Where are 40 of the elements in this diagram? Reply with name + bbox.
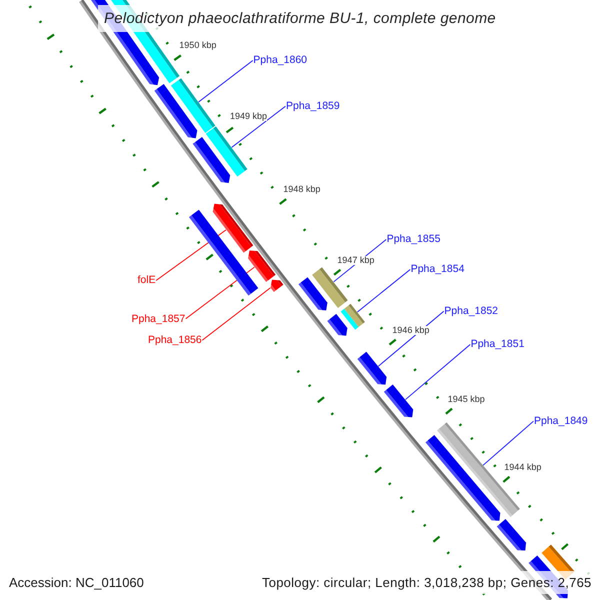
gene-feature [270, 280, 284, 292]
gene-feature [248, 250, 276, 282]
scale-label: 1950 kbp [179, 40, 216, 50]
gene-label: Ppha_1856 [148, 335, 202, 346]
leader-line [482, 420, 534, 466]
gene-bar [206, 126, 248, 177]
gene-label: Ppha_1852 [444, 306, 498, 317]
leader-line [405, 344, 471, 400]
gene-label: folE [138, 275, 156, 286]
leader-line [198, 60, 254, 102]
scale-label: 1944 kbp [504, 463, 542, 472]
gene-bar [340, 304, 365, 330]
scale-label: 1945 kbp [448, 395, 485, 404]
gene-feature [154, 84, 198, 138]
gene-label: Ppha_1851 [470, 339, 524, 350]
gene-feature [327, 314, 348, 336]
scale-label: 1948 kbp [283, 185, 320, 194]
leader-line [185, 266, 255, 320]
gene-bar [312, 267, 348, 308]
gene-label: Ppha_1854 [410, 264, 464, 275]
gene-bar [188, 210, 258, 296]
scale-label: 1946 kbp [392, 326, 430, 335]
leader-line [231, 106, 286, 148]
gene-label: Ppha_1855 [386, 234, 440, 245]
gene-feature [425, 434, 500, 521]
gene-label: Ppha_1849 [534, 416, 588, 427]
gene-label: Ppha_1857 [132, 314, 186, 324]
gene-label: Ppha_1860 [253, 55, 308, 66]
gene-label: Ppha_1859 [286, 101, 340, 112]
gene-feature [357, 352, 387, 385]
gene-feature [192, 137, 230, 183]
scale-label: 1949 kbp [230, 112, 268, 122]
gene-feature [212, 204, 254, 253]
leader-line [156, 229, 226, 281]
gene-feature [384, 384, 414, 418]
gene-bar [170, 78, 216, 133]
scale-label: 1947 kbp [337, 256, 374, 265]
gene-feature [496, 519, 526, 550]
gene-feature [298, 277, 328, 310]
leader-line [202, 287, 271, 341]
